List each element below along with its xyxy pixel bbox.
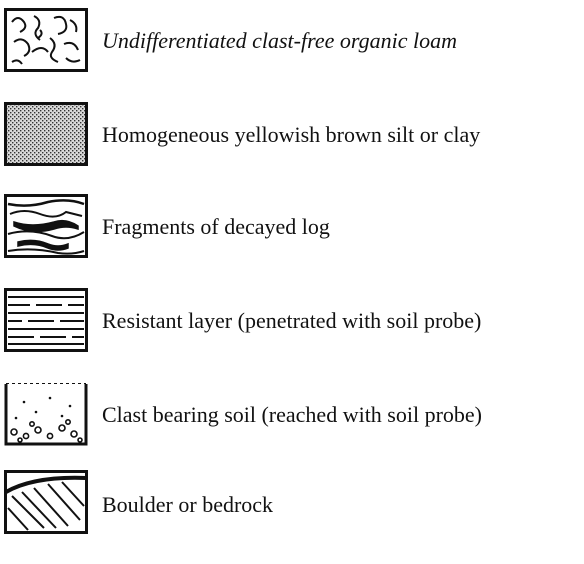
stippled-silt-clay-pattern-icon [4,102,88,166]
legend-label-organic-loam: Undifferentiated clast-free organic loam [102,28,457,54]
decayed-log-pattern-icon [4,194,88,258]
legend-row-decayed-log: Fragments of decayed log [0,188,584,268]
legend-label-bedrock: Boulder or bedrock [102,492,273,518]
legend-label-silt-clay: Homogeneous yellowish brown silt or clay [102,122,480,148]
bedrock-pattern-icon [4,470,88,534]
legend-label-clast-soil: Clast bearing soil (reached with soil pr… [102,402,482,428]
legend-row-resistant-layer: Resistant layer (penetrated with soil pr… [0,280,584,360]
dashed-layer-pattern-icon [4,288,88,352]
legend-label-decayed-log: Fragments of decayed log [102,214,330,240]
legend-row-silt-clay: Homogeneous yellowish brown silt or clay [0,96,584,176]
legend-label-resistant-layer: Resistant layer (penetrated with soil pr… [102,308,481,334]
legend-row-bedrock: Boulder or bedrock [0,462,584,542]
legend-row-clast-soil: Clast bearing soil (reached with soil pr… [0,372,584,452]
legend-row-organic-loam: Undifferentiated clast-free organic loam [0,4,584,84]
organic-loam-pattern-icon [4,8,88,72]
clast-soil-pattern-icon [4,382,88,446]
